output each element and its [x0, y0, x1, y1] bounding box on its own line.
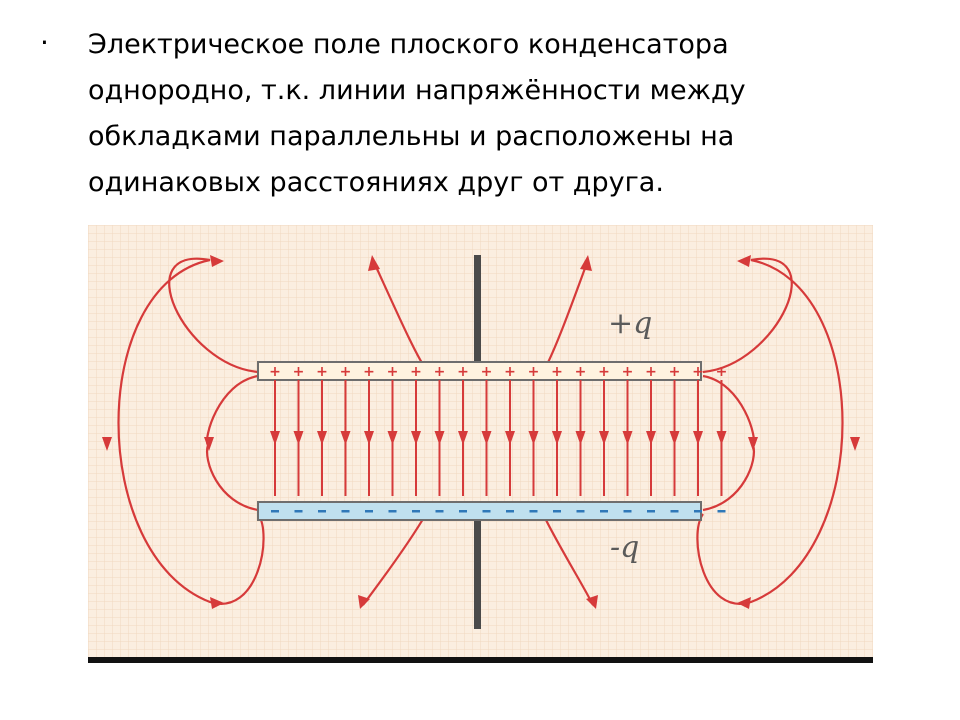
uniform-field-lines: [270, 380, 727, 496]
minus-sign: [341, 510, 350, 513]
top-plate-label: +q: [608, 306, 652, 341]
arrowhead: [580, 255, 592, 271]
bottom-plate-label: -q: [610, 530, 639, 565]
capacitor-field-diagram: + + + + + + + + + + + + + + + + + + + + +q -q: [88, 225, 873, 663]
plus-sign: +: [410, 364, 422, 380]
plus-sign: +: [645, 364, 657, 380]
minus-sign: [506, 510, 514, 513]
field-arrowhead: [552, 431, 562, 445]
minus-sign: [670, 510, 679, 513]
plus-sign: +: [575, 364, 587, 380]
minus-sign: [435, 510, 444, 513]
minus-sign: [623, 510, 632, 513]
field-arrowhead: [575, 431, 586, 445]
field-arrowhead: [270, 431, 280, 445]
top-plate: [257, 361, 702, 381]
minus-sign: [717, 510, 726, 513]
minus-sign: [600, 510, 608, 513]
arrowhead: [102, 437, 112, 451]
field-arrowhead: [364, 431, 374, 445]
fringe-arrowheads: [102, 255, 860, 609]
minus-sign: [294, 510, 303, 513]
minus-sign: [271, 510, 279, 513]
minus-sign: [388, 510, 397, 513]
minus-sign: [647, 510, 655, 513]
left-bottom-field-line: [362, 513, 427, 606]
right-outer-field-line: [696, 257, 844, 605]
minus-sign: [694, 510, 702, 513]
minus-charges: [271, 510, 726, 513]
field-arrowhead: [340, 431, 351, 445]
field-arrowhead: [505, 431, 515, 445]
minus-sign: [482, 510, 491, 513]
arrowhead: [210, 597, 224, 609]
field-arrowhead: [622, 431, 633, 445]
field-arrowhead: [481, 431, 492, 445]
center-rod-bottom: [474, 519, 481, 629]
slide-text: Электрическое поле плоского конденсатора…: [88, 29, 746, 198]
minus-sign: [553, 510, 561, 513]
arrowhead: [737, 597, 751, 609]
arrowhead: [368, 255, 380, 271]
plus-sign: +: [434, 364, 446, 380]
field-arrowhead: [599, 431, 609, 445]
plus-sign: +: [363, 364, 375, 380]
arrowhead: [204, 437, 214, 451]
field-arrowhead: [411, 431, 421, 445]
plus-sign: +: [692, 364, 704, 380]
minus-sign: [412, 510, 420, 513]
minus-sign: [459, 510, 467, 513]
plus-sign: +: [316, 364, 328, 380]
minus-sign: [529, 510, 538, 513]
center-rod-top: [474, 255, 481, 373]
minus-sign: [318, 510, 326, 513]
plus-sign: +: [504, 364, 516, 380]
plus-sign: +: [551, 364, 563, 380]
plus-sign: +: [340, 364, 352, 380]
field-arrowhead: [693, 431, 703, 445]
plus-sign: +: [387, 364, 399, 380]
field-arrowhead: [716, 431, 727, 445]
plus-sign: +: [716, 364, 728, 380]
plus-sign: +: [528, 364, 540, 380]
plus-sign: +: [481, 364, 493, 380]
minus-sign: [576, 510, 585, 513]
plus-sign: +: [293, 364, 305, 380]
bullet-point: ·: [40, 26, 49, 59]
field-arrowhead: [528, 431, 539, 445]
field-arrowhead: [293, 431, 304, 445]
arrowhead: [748, 437, 758, 451]
plus-sign: +: [598, 364, 610, 380]
field-arrowhead: [458, 431, 468, 445]
arrowhead: [850, 437, 860, 451]
arrowhead: [586, 595, 598, 609]
plus-sign: +: [622, 364, 634, 380]
arrowhead: [210, 255, 224, 267]
minus-sign: [365, 510, 373, 513]
field-arrowhead: [646, 431, 656, 445]
arrowhead: [737, 255, 751, 267]
arrowhead: [358, 595, 370, 609]
field-arrowhead: [434, 431, 445, 445]
ground-line: [88, 657, 873, 663]
field-arrowhead: [669, 431, 680, 445]
plus-charges: + + + + + + + + + + + + + + + + + + + +: [269, 364, 727, 380]
left-outer-field-line: [117, 257, 265, 605]
plus-sign: +: [669, 364, 681, 380]
field-arrowhead: [317, 431, 327, 445]
plus-sign: +: [457, 364, 469, 380]
field-arrowhead: [387, 431, 398, 445]
plus-sign: +: [269, 364, 281, 380]
